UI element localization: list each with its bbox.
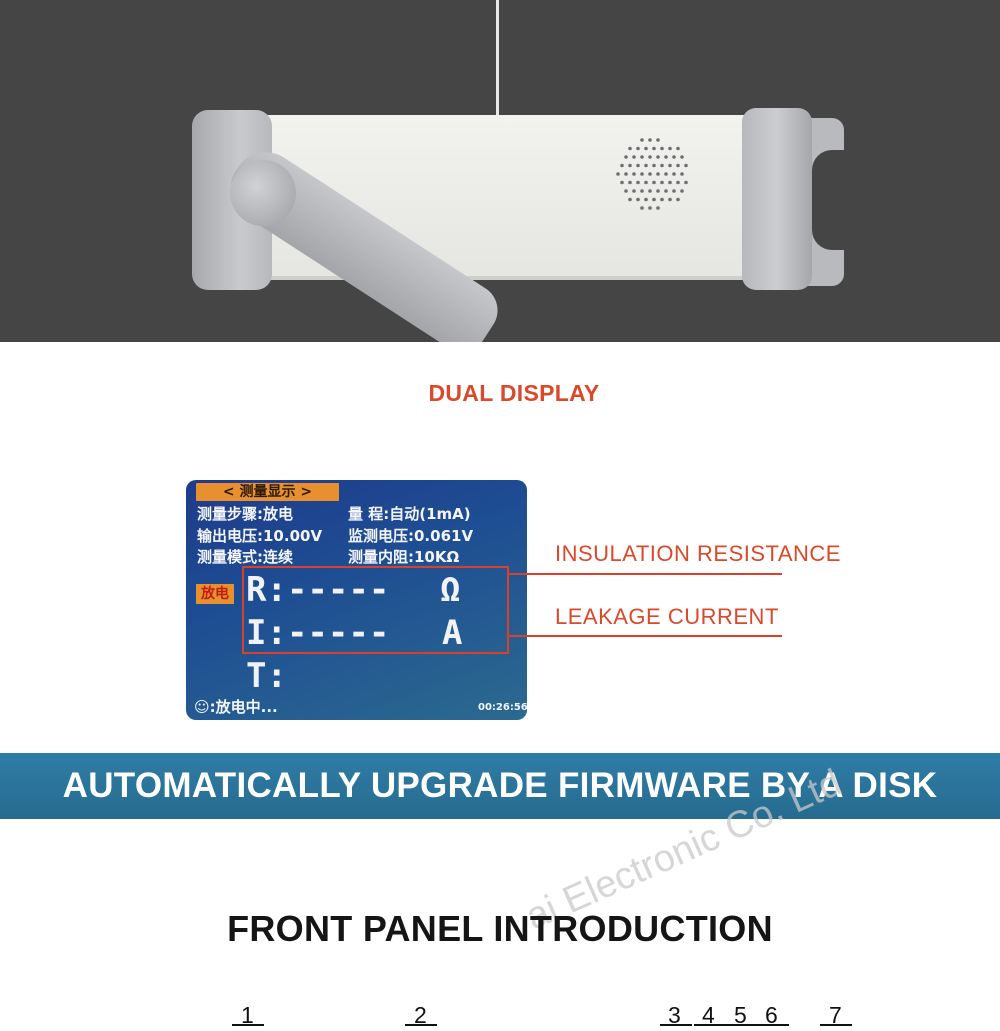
panel-label-4: 4 [702,1002,715,1028]
lcd-row-2-left: 输出电压:10.00V [197,527,323,545]
panel-label-1: 1 [241,1002,254,1028]
right-foot-notch [812,150,848,250]
panel-label-2: 2 [414,1002,427,1028]
panel-label-3-underline [660,1024,692,1026]
panel-label-2-underline [405,1024,437,1026]
panel-label-7-underline [820,1024,852,1026]
lcd-row-1-right: 量 程:自动(1mA) [348,505,471,523]
handle-hub [230,160,296,226]
insulation-pointer-line [509,573,782,575]
firmware-banner [0,753,1000,819]
discharge-badge: 放电 [196,584,234,604]
lcd-row-3-right: 测量内阻:10KΩ [348,548,460,566]
lcd-row-1-left: 测量步骤:放电 [197,505,293,523]
panel-label-3: 3 [668,1002,681,1028]
panel-label-1-underline [232,1024,264,1026]
leakage-current-callout: LEAKAGE CURRENT [555,604,779,629]
panel-label-5-underline [726,1024,758,1026]
lcd-row-3-left: 测量模式:连续 [197,548,293,566]
lcd-screen: < 测量显示 > 测量步骤:放电 量 程:自动(1mA) 输出电压:10.00V… [186,480,527,720]
lcd-row-2-right: 监测电压:0.061V [348,527,474,545]
current-readout: I:----- [246,613,390,653]
front-panel-heading: FRONT PANEL INTRODUCTION [227,908,773,949]
lcd-clock: 00:26:56 [478,702,527,713]
lcd-menu-tab: < 测量显示 > [196,483,339,501]
dual-display-heading: DUAL DISPLAY [428,380,600,406]
firmware-banner-text: AUTOMATICALLY UPGRADE FIRMWARE BY A DISK [62,766,938,805]
leakage-pointer-line [509,635,782,637]
product-side-photo [0,0,1000,342]
lcd-status: ☺:放电中... [194,698,278,716]
panel-label-6: 6 [765,1002,778,1028]
panel-label-5: 5 [734,1002,747,1028]
resistance-readout: R:----- [246,570,390,610]
time-readout-label: T: [246,656,287,696]
power-cable [496,0,499,122]
current-unit: A [442,613,463,653]
right-end-cap [742,108,812,290]
panel-label-7: 7 [829,1002,842,1028]
insulation-resistance-callout: INSULATION RESISTANCE [555,541,841,566]
panel-label-6-underline [757,1024,789,1026]
panel-label-4-underline [694,1024,726,1026]
speaker-grille-icon [616,138,688,210]
resistance-unit: Ω [440,570,461,610]
readout-highlight-frame [242,566,509,654]
